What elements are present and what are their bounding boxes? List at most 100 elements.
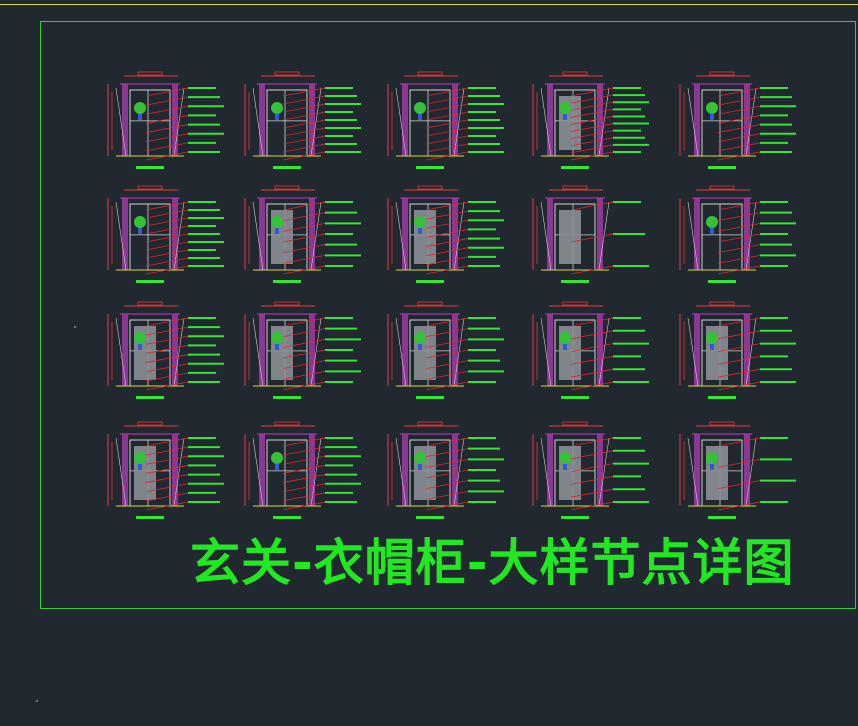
leader-line	[145, 115, 189, 124]
dimension-text-mark	[417, 301, 443, 306]
plant-foliage	[414, 216, 426, 228]
leader-line	[282, 455, 326, 465]
wall-section	[452, 314, 458, 386]
plant-foliage	[271, 332, 283, 344]
plant-foliage	[271, 452, 283, 464]
leader-line	[717, 458, 761, 468]
break-line	[395, 437, 407, 507]
leader-line	[717, 381, 761, 391]
top-border-rule	[0, 4, 858, 5]
leader-line	[145, 465, 189, 474]
leader-line	[282, 381, 326, 391]
break-line	[540, 437, 552, 507]
wall-section	[402, 84, 408, 156]
break-line	[687, 87, 699, 157]
leader-line	[282, 501, 326, 511]
wall-section	[547, 84, 553, 156]
leader-line	[425, 381, 469, 391]
leader-line	[570, 201, 614, 211]
leader-line	[145, 233, 189, 243]
elevation-drawing	[107, 185, 224, 283]
dimension-text-mark	[709, 185, 735, 190]
wall-section	[122, 434, 128, 506]
plant-foliage	[559, 102, 571, 114]
wall-section	[694, 434, 700, 506]
leader-line	[282, 212, 326, 222]
leader-line	[145, 335, 189, 345]
plant-foliage	[414, 332, 426, 344]
leader-line	[425, 338, 469, 348]
leader-line	[282, 360, 326, 370]
leader-line	[282, 465, 326, 474]
leader-line	[145, 105, 189, 115]
dimension-text-mark	[417, 185, 443, 190]
leader-line	[145, 474, 189, 483]
leader-line	[282, 111, 326, 121]
plant-pot	[275, 228, 279, 234]
plant-pot	[563, 114, 567, 120]
elevation-drawing	[387, 185, 504, 283]
leader-line	[282, 151, 326, 161]
leader-line	[570, 368, 614, 378]
cabinet-outline	[409, 89, 451, 157]
wall-section	[744, 198, 750, 270]
leader-line	[570, 233, 614, 243]
leader-line	[282, 201, 326, 211]
dimension-text-mark	[709, 421, 735, 426]
dimension-text-mark	[137, 185, 163, 190]
drawing-title: 玄关-衣帽柜-大样节点详图	[190, 534, 795, 592]
break-line	[395, 317, 407, 387]
leader-line	[282, 437, 326, 447]
leader-line	[145, 354, 189, 363]
leader-line	[145, 345, 189, 354]
leader-line	[570, 488, 614, 498]
dimension-text-mark	[137, 421, 163, 426]
plant-foliage	[134, 332, 146, 344]
plant-pot	[275, 114, 279, 120]
elevation-caption	[136, 280, 164, 283]
plant-pot	[275, 464, 279, 470]
elevation-caption	[416, 166, 444, 169]
elevation-drawing	[532, 71, 649, 169]
leader-line	[282, 492, 326, 502]
leader-line	[570, 265, 614, 275]
wall-section	[402, 314, 408, 386]
leader-line	[145, 96, 189, 106]
plant-pot	[418, 464, 422, 470]
plant-foliage	[271, 216, 283, 228]
leader-line	[717, 133, 761, 143]
break-line	[687, 201, 699, 271]
elevation-caption	[708, 396, 736, 399]
elevation-caption	[561, 516, 589, 519]
dimension-text-mark	[137, 301, 163, 306]
break-line	[395, 87, 407, 157]
break-line	[598, 317, 610, 387]
cabinet-outline	[129, 203, 171, 271]
cad-origin-mark	[74, 326, 76, 328]
dimension-text-mark	[562, 421, 588, 426]
plant-pot	[418, 228, 422, 234]
wall-section	[694, 198, 700, 270]
elevation-drawing	[679, 421, 796, 519]
wall-section	[402, 198, 408, 270]
wall-section	[259, 314, 265, 386]
leader-line	[717, 151, 761, 161]
elevation-caption	[136, 396, 164, 399]
plant-pot	[710, 114, 714, 120]
plant-foliage	[559, 332, 571, 344]
leader-line	[282, 338, 326, 348]
break-line	[115, 201, 127, 271]
leader-line	[145, 257, 189, 267]
break-line	[115, 437, 127, 507]
elevation-drawing	[532, 301, 649, 399]
leader-line	[717, 222, 761, 232]
leader-line	[570, 450, 614, 460]
leader-line	[717, 356, 761, 365]
plant-foliage	[706, 216, 718, 228]
leader-line	[282, 328, 326, 338]
leader-line	[282, 474, 326, 483]
break-line	[687, 437, 699, 507]
break-line	[115, 317, 127, 387]
leader-line	[282, 135, 326, 145]
